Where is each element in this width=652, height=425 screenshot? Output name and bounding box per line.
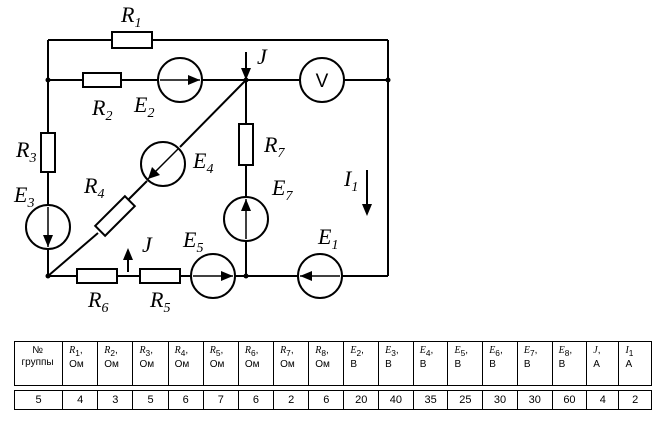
voltmeter-label: V <box>316 71 329 92</box>
resistor-r6 <box>76 268 118 284</box>
label-r6: R6 <box>87 287 108 316</box>
resistor-r2 <box>82 72 122 88</box>
label-i1: I1 <box>343 166 358 195</box>
value-r4: 6 <box>167 390 204 410</box>
header-e3: E3,В <box>378 341 414 386</box>
voltmeter: V <box>299 57 345 103</box>
value-r6: 6 <box>237 390 275 410</box>
header-r2: R2,Ом <box>97 341 134 386</box>
label-e7: E7 <box>271 175 293 204</box>
source-e5 <box>190 253 236 299</box>
resistor-r1 <box>111 31 153 49</box>
header-r6: R6,Ом <box>237 341 275 386</box>
value-r1: 4 <box>62 390 99 410</box>
header-r1: R1,Ом <box>62 341 99 386</box>
header-r7: R7,Ом <box>273 341 310 386</box>
arrowhead-j-top <box>241 68 251 80</box>
value-e6: 30 <box>482 390 518 410</box>
value-e5: 25 <box>447 390 484 410</box>
label-e4: E4 <box>192 148 213 177</box>
value-e3: 40 <box>378 390 414 410</box>
source-e1 <box>297 253 343 299</box>
value-e2: 20 <box>343 390 380 410</box>
arrowhead-i1 <box>362 204 372 216</box>
header-e5: E5,В <box>447 341 484 386</box>
header-e7: E7,В <box>516 341 553 386</box>
header-r4: R4,Ом <box>167 341 204 386</box>
label-r4: R4 <box>83 173 104 202</box>
header-e8: E8,В <box>551 341 588 386</box>
header-j: J,А <box>586 341 620 386</box>
value-r3: 5 <box>132 390 169 410</box>
source-e4 <box>140 141 186 187</box>
label-e5: E5 <box>182 227 203 256</box>
resistor-r5 <box>139 268 181 284</box>
source-e7 <box>223 196 269 242</box>
header-e6: E6,В <box>482 341 518 386</box>
label-e2: E2 <box>133 92 154 121</box>
header-e4: E4,В <box>412 341 449 386</box>
label-j-top: J <box>257 44 268 69</box>
resistor-r4 <box>93 194 137 238</box>
arrowhead-j-bottom <box>123 248 133 260</box>
table-row: 5 4 3 5 6 7 6 2 6 20 40 35 25 30 30 60 4… <box>13 390 652 410</box>
value-group-number: 5 <box>13 390 64 410</box>
junction-dots <box>45 77 391 279</box>
value-r8: 6 <box>308 390 345 410</box>
circuit-diagram: V R1 R2 E2 R3 E3 R4 E4 R7 E7 I1 J J E5 E… <box>13 2 391 316</box>
label-e1: E1 <box>317 224 338 253</box>
header-e2: E2,В <box>343 341 380 386</box>
value-e4: 35 <box>412 390 449 410</box>
value-r7: 2 <box>273 390 310 410</box>
label-r1: R1 <box>120 2 141 31</box>
label-e3: E3 <box>13 182 34 211</box>
source-e3 <box>25 204 71 250</box>
resistor-r7 <box>238 123 254 166</box>
label-r3: R3 <box>15 137 36 166</box>
header-r8: R8,Ом <box>308 341 345 386</box>
value-i1: 2 <box>618 390 652 410</box>
value-r2: 3 <box>97 390 134 410</box>
header-r5: R5,Ом <box>202 341 239 386</box>
value-j: 4 <box>586 390 620 410</box>
resistor-r3 <box>40 132 56 173</box>
label-r2: R2 <box>91 95 112 124</box>
label-r5: R5 <box>149 287 170 316</box>
value-r5: 7 <box>202 390 239 410</box>
header-r3: R3,Ом <box>132 341 169 386</box>
source-e2 <box>157 57 203 103</box>
label-j-bottom: J <box>142 232 153 257</box>
value-e7: 30 <box>516 390 553 410</box>
value-e8: 60 <box>551 390 588 410</box>
label-r7: R7 <box>263 132 285 161</box>
